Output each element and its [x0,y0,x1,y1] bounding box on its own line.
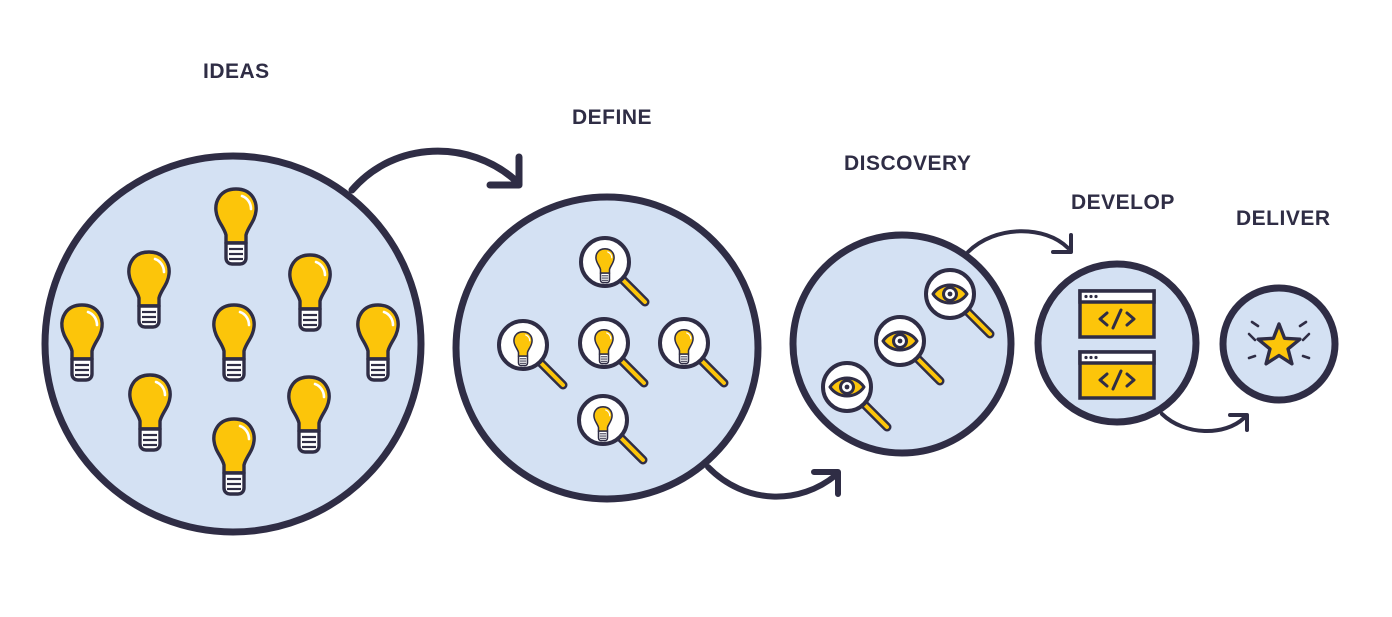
lightbulb-icon [594,329,614,365]
eye-icon [931,283,969,305]
stage-circle-develop [1034,260,1200,426]
lightbulb-shape [594,329,614,365]
idea-item [214,187,258,266]
idea-item [287,375,331,454]
lightbulb-icon [593,406,613,442]
define-item [578,317,649,388]
arrow-ideas-to-define [348,147,523,194]
idea-item [356,303,400,382]
lightbulb-icon [674,329,694,365]
lightbulb-icon [513,331,533,367]
idea-item [212,417,256,496]
arrow-develop-to-deliver [1160,412,1249,433]
lightbulb-icon [214,187,258,266]
lightbulb-magnifier-icon [658,317,729,388]
stage-label-discovery: DISCOVERY [844,152,972,175]
lightbulb-magnifier-icon [577,394,648,465]
idea-item [128,373,172,452]
lightbulb-shape [674,329,694,365]
stage-label-define: DEFINE [572,106,653,129]
idea-item [212,303,256,382]
discovery-item [821,361,892,432]
star-icon [1247,320,1311,366]
idea-item [60,303,104,382]
lightbulb-magnifier-icon [497,319,568,390]
discovery-item [924,268,995,339]
lightbulb-icon [212,303,256,382]
lightbulb-icon [287,375,331,454]
lightbulb-icon [288,253,332,332]
lightbulb-shape [513,331,533,367]
eye-magnifier-icon [924,268,995,339]
stage-label-develop: DEVELOP [1071,191,1175,214]
lightbulb-shape [595,248,615,284]
lightbulb-shape [593,406,613,442]
lightbulb-icon [212,417,256,496]
eye-icon [828,376,866,398]
eye-magnifier-icon [874,315,945,386]
idea-item [127,250,171,329]
lightbulb-icon [128,373,172,452]
lightbulb-icon [127,250,171,329]
eye-icon [881,330,919,352]
develop-item [1078,289,1156,339]
lightbulb-magnifier-icon [578,317,649,388]
discovery-item [874,315,945,386]
define-item [577,394,648,465]
stage-label-deliver: DELIVER [1236,207,1331,230]
develop-item [1078,350,1156,400]
lightbulb-magnifier-icon [579,236,650,307]
lightbulb-icon [356,303,400,382]
lightbulb-icon [595,248,615,284]
define-item [497,319,568,390]
arrow-discovery-to-develop [966,229,1073,254]
deliver-item [1247,320,1311,366]
stage-label-ideas: IDEAS [203,60,270,83]
eye-magnifier-icon [821,361,892,432]
define-item [579,236,650,307]
arrow-define-to-discovery [705,464,841,500]
lightbulb-icon [60,303,104,382]
code-window-icon [1078,350,1156,400]
define-item [658,317,729,388]
idea-item [288,253,332,332]
code-window-icon [1078,289,1156,339]
